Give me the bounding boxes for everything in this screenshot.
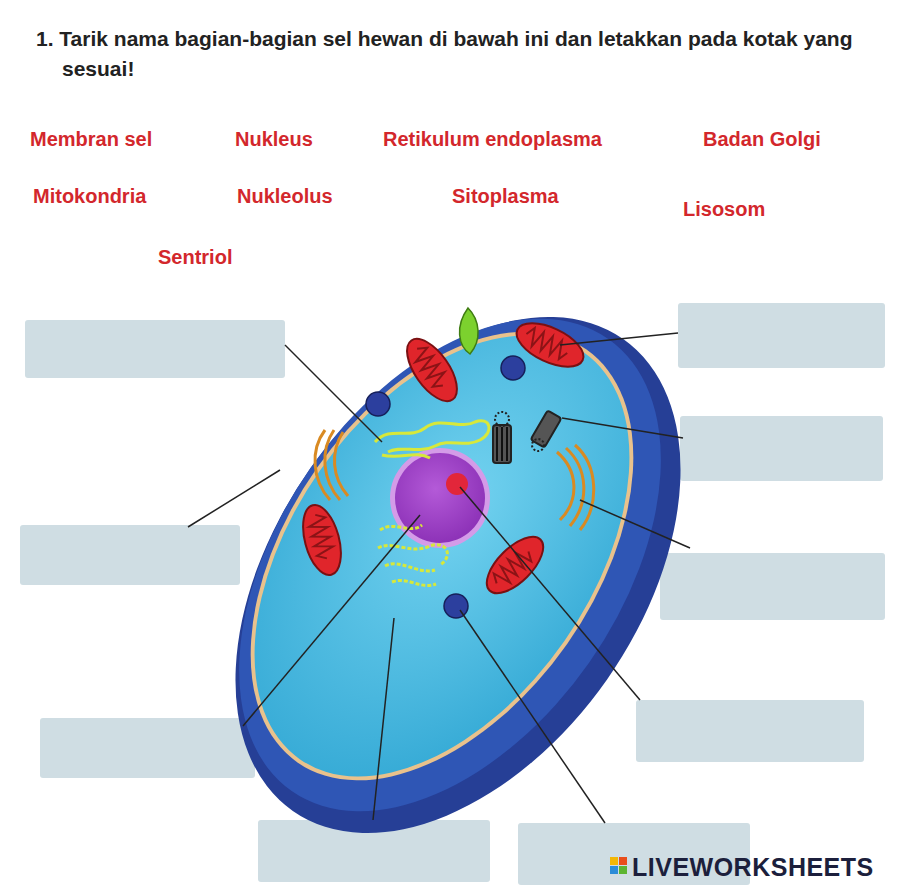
worksheet-title: 1. Tarik nama bagian-bagian sel hewan di…: [36, 24, 916, 84]
centrioles: [493, 410, 561, 463]
er-fold: [375, 421, 489, 452]
leader-line: [285, 345, 382, 442]
lysosome: [501, 356, 525, 380]
term-label: Retikulum endoplasma: [383, 128, 602, 151]
centriole-end: [495, 412, 509, 426]
icon-square: [610, 857, 618, 865]
term-label: Membran sel: [30, 128, 152, 151]
centriole: [531, 410, 562, 447]
er-fold: [382, 455, 430, 458]
leader-line: [373, 618, 394, 820]
answer-box: [660, 553, 885, 620]
icon-square: [610, 866, 618, 874]
lysosomes: [366, 356, 525, 618]
leader-line: [562, 418, 683, 438]
golgi-cisterna: [557, 452, 574, 520]
animal-cell: [144, 235, 773, 893]
answer-box: [25, 320, 285, 378]
centriole: [493, 425, 511, 463]
answer-box: [680, 416, 883, 481]
term-label: Lisosom: [683, 198, 765, 221]
term-label: Badan Golgi: [703, 128, 821, 151]
answer-box: [20, 525, 240, 585]
mitochondrion: [296, 501, 347, 579]
cytoplasm: [178, 267, 707, 844]
term-label: Mitokondria: [33, 185, 146, 208]
icon-square: [619, 866, 627, 874]
answer-box: [40, 718, 255, 778]
leader-line: [580, 500, 690, 548]
term-label: Sentriol: [158, 246, 232, 269]
watermark-icon: [610, 857, 627, 874]
cell-outer: [144, 235, 773, 893]
golgi: [315, 430, 594, 530]
mitochondrion: [478, 528, 553, 603]
er-fold: [378, 525, 447, 586]
watermark: LIVEWORKSHEETS: [632, 853, 874, 882]
leader-lines: [188, 333, 690, 823]
leader-line: [560, 333, 678, 345]
leader-line: [460, 610, 605, 823]
term-label: Sitoplasma: [452, 185, 559, 208]
centriole-end: [532, 439, 544, 451]
leader-line: [188, 470, 280, 527]
cell-outer-light: [152, 241, 747, 888]
lysosome: [444, 594, 468, 618]
vacuole: [460, 308, 479, 354]
mitochondrion: [397, 331, 466, 409]
endoplasmic-reticulum: [375, 421, 489, 586]
icon-square: [619, 857, 627, 865]
centriole-tubules: [497, 427, 507, 461]
term-label: Nukleus: [235, 128, 313, 151]
answer-box: [678, 303, 885, 368]
lysosome: [366, 392, 390, 416]
cell-membrane: [172, 262, 712, 850]
leader-line: [460, 487, 640, 700]
golgi-cisterna: [334, 432, 348, 496]
answer-box: [636, 700, 864, 762]
term-label: Nukleolus: [237, 185, 333, 208]
